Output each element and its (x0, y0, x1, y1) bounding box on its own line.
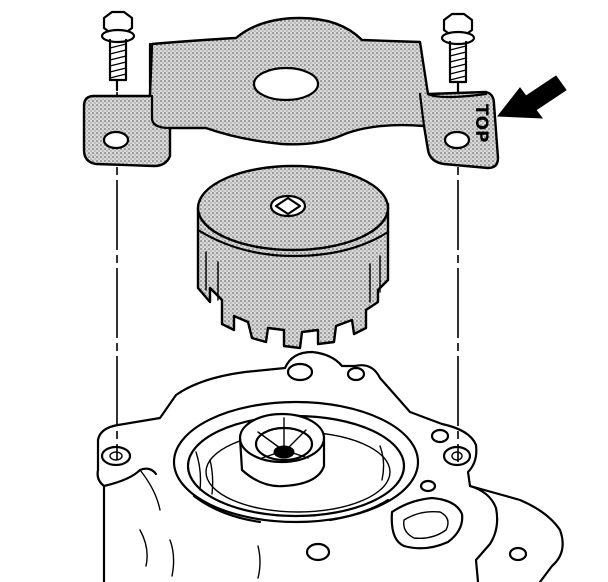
mounting-bracket: TOP (82, 16, 500, 170)
pump-housing (96, 350, 564, 582)
indicator-arrow (497, 75, 567, 119)
bolt-left (100, 10, 136, 92)
pump-cover-cup (196, 164, 390, 350)
bolt-right (440, 12, 476, 94)
bracket-top-label: TOP (471, 104, 491, 143)
